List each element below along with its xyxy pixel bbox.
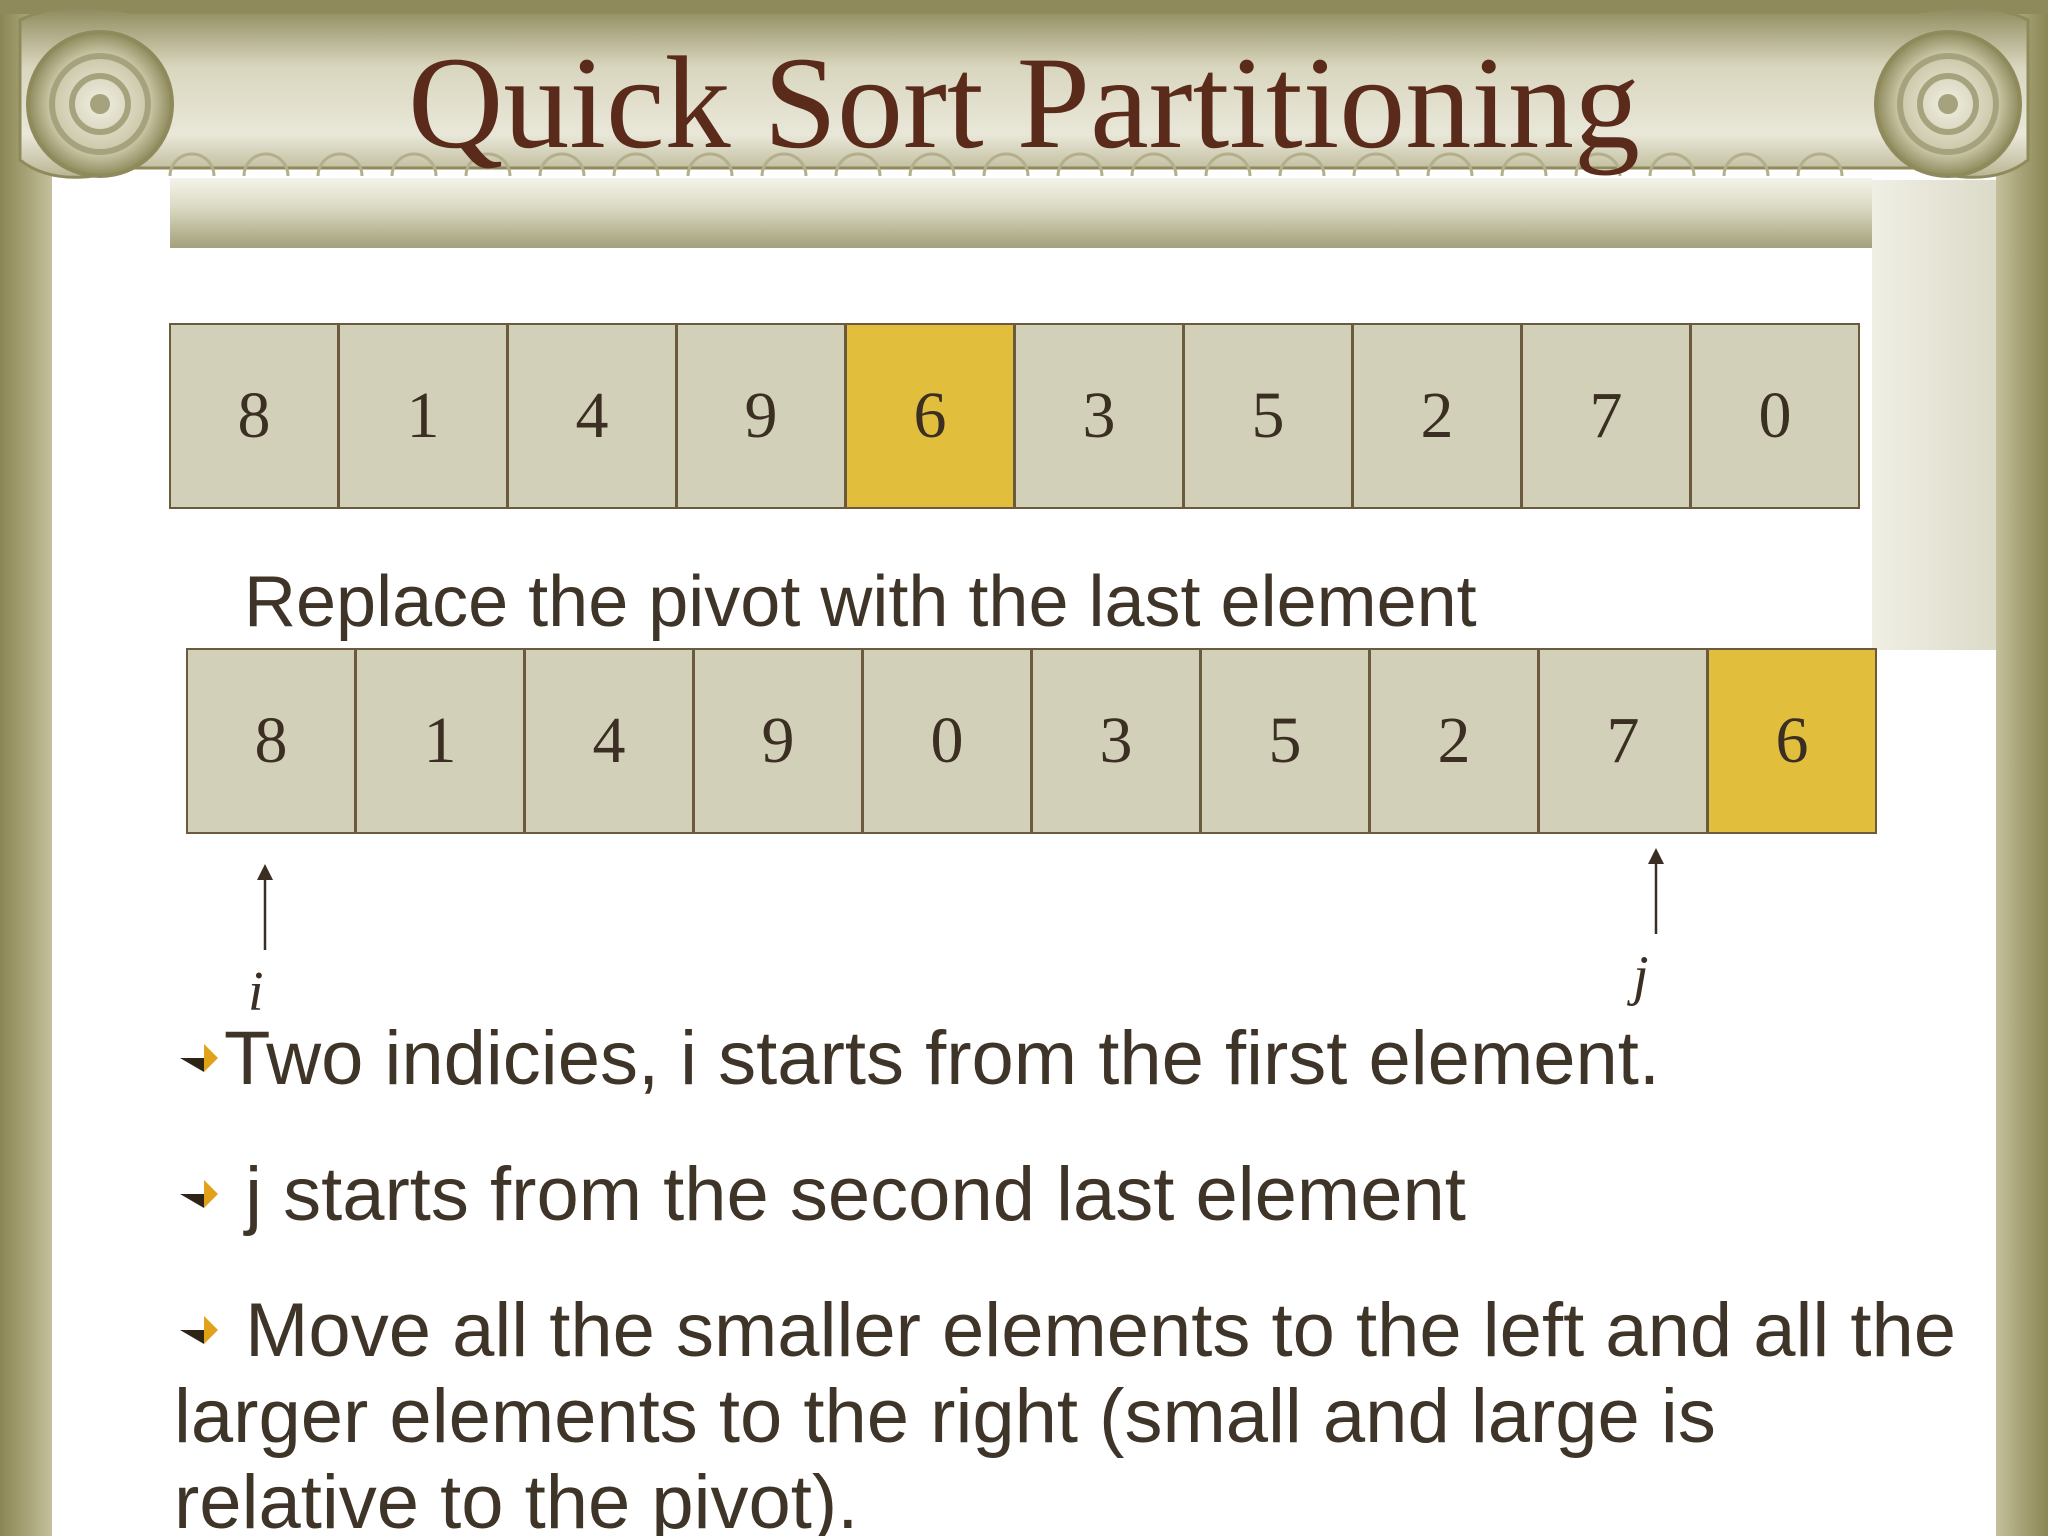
bullet-2: j starts from the second last element [224, 1152, 1466, 1237]
volute-right [1874, 30, 2022, 178]
array-after-cell: 6 [1707, 648, 1877, 834]
array-after-cell: 4 [524, 648, 694, 834]
pointer-j-arrow [1626, 846, 1686, 936]
column-right [1996, 0, 2048, 1536]
array-before-cell: 5 [1183, 323, 1353, 509]
column-shaft-shade [1872, 180, 1996, 650]
array-after-cell: 3 [1031, 648, 1201, 834]
array-after-cell: 7 [1538, 648, 1708, 834]
architrave-beam [170, 178, 1872, 248]
array-after-cell: 1 [355, 648, 525, 834]
array-before-cell: 6 [845, 323, 1015, 509]
volute-left [26, 30, 174, 178]
array-before-cell: 4 [507, 323, 677, 509]
bullet-arrow-icon [180, 1316, 218, 1344]
slide-title: Quick Sort Partitioning [408, 29, 1640, 176]
array-before-cell: 7 [1521, 323, 1691, 509]
array-after-cell: 8 [186, 648, 356, 834]
swap-caption: Replace the pivot with the last element [244, 562, 1477, 642]
column-capital [0, 0, 2048, 179]
bullet-1: Two indicies, i starts from the first el… [224, 1016, 1661, 1101]
pointer-i-label: i [248, 961, 264, 1023]
column-left [0, 0, 52, 1536]
pointer-j-label: j [1633, 945, 1649, 1007]
array-after-cell: 2 [1369, 648, 1539, 834]
array-after-cell: 0 [862, 648, 1032, 834]
array-before-cell: 2 [1352, 323, 1522, 509]
array-before-cell: 3 [1014, 323, 1184, 509]
array-before-cell: 9 [676, 323, 846, 509]
array-after-cell: 5 [1200, 648, 1370, 834]
array-before-cell: 0 [1690, 323, 1860, 509]
bullet-arrow-icon [180, 1044, 218, 1072]
array-before-cell: 8 [169, 323, 339, 509]
array-after-cell: 9 [693, 648, 863, 834]
pointer-i-arrow [235, 862, 295, 952]
array-before-cell: 1 [338, 323, 508, 509]
bullet-arrow-icon [180, 1180, 218, 1208]
bullet-3: Move all the smaller elements to the lef… [174, 1288, 1978, 1536]
